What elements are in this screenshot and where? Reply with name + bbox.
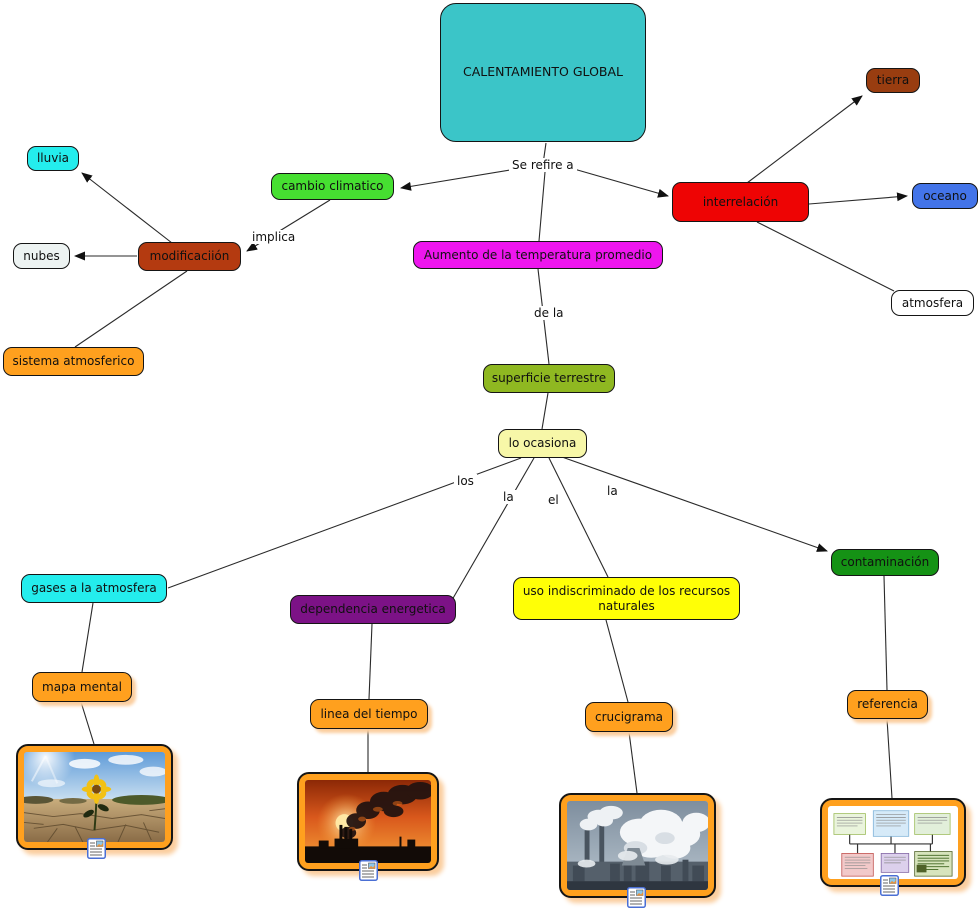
resource-link-icon[interactable] xyxy=(359,860,378,881)
drought-sunflower-photo xyxy=(24,752,165,842)
connector-ocasiona-to-contaminacion xyxy=(561,456,828,552)
concept-uso-indiscriminado[interactable]: uso indiscriminado de los recursos natur… xyxy=(513,577,740,620)
concept-superficie-terrestre[interactable]: superficie terrestre xyxy=(483,364,615,393)
connector-sistema-to-modificacion xyxy=(74,270,188,348)
image-node-factory-smoke[interactable] xyxy=(559,793,716,898)
resource-link-icon[interactable] xyxy=(627,887,646,908)
reference-diagram-image xyxy=(828,806,958,879)
concept-gases-atmosfera[interactable]: gases a la atmosfera xyxy=(21,574,167,603)
resource-node-linea-del-tiempo[interactable]: linea del tiempo xyxy=(310,699,428,729)
connector-to-aumento xyxy=(538,171,546,242)
concept-interrelacion[interactable]: interrelación xyxy=(672,182,809,222)
concept-contaminacion[interactable]: contaminación xyxy=(831,549,939,576)
connector-ocasiona-to-dependencia xyxy=(451,457,535,601)
image-node-sunset-smokestack[interactable] xyxy=(297,772,439,871)
connector-superficie-to-ocasiona xyxy=(541,392,549,430)
resource-node-referencia[interactable]: referencia xyxy=(847,690,928,719)
connector-modificacion-to-lluvia xyxy=(81,172,173,244)
connector-uso-to-crucigrama xyxy=(605,619,629,703)
concept-tierra[interactable]: tierra xyxy=(866,68,920,93)
image-node-reference-diagram[interactable] xyxy=(820,798,966,887)
linking-phrase-los[interactable]: los xyxy=(454,474,477,488)
linking-phrase-el[interactable]: el xyxy=(545,493,562,507)
resource-link-icon[interactable] xyxy=(880,875,899,896)
connector-contaminacion-to-referencia xyxy=(883,575,888,691)
connector-interrelacion-to-oceano xyxy=(808,192,908,205)
resource-node-crucigrama[interactable]: crucigrama xyxy=(585,702,673,732)
connector-to-interrelacion xyxy=(573,168,669,198)
linking-phrase-la-right[interactable]: la xyxy=(604,484,621,498)
resource-link-icon[interactable] xyxy=(87,838,106,859)
concept-aumento-temperatura[interactable]: Aumento de la temperatura promedio xyxy=(413,241,663,269)
connector-interrelacion-to-tierra xyxy=(746,95,863,184)
connector-referencia-to-image xyxy=(886,718,893,799)
concept-lluvia[interactable]: lluvia xyxy=(27,146,79,171)
concept-lo-ocasiona[interactable]: lo ocasiona xyxy=(498,429,587,458)
concept-sistema-atmosferico[interactable]: sistema atmosferico xyxy=(3,347,144,376)
concept-atmosfera[interactable]: atmosfera xyxy=(891,290,974,316)
concept-cambio-climatico[interactable]: cambio climatico xyxy=(271,173,394,200)
linking-phrase-se-refiere[interactable]: Se refire a xyxy=(509,158,577,172)
resource-node-mapa-mental[interactable]: mapa mental xyxy=(32,672,132,702)
connector-gases-to-mapa xyxy=(81,602,94,673)
concept-oceano[interactable]: oceano xyxy=(912,183,978,209)
concept-nubes[interactable]: nubes xyxy=(13,243,70,269)
linking-phrase-de-la[interactable]: de la xyxy=(531,306,567,320)
linking-phrase-implica[interactable]: implica xyxy=(249,230,299,244)
connector-to-cambio xyxy=(400,168,517,191)
concept-calentamiento-global[interactable]: CALENTAMIENTO GLOBAL xyxy=(440,3,646,142)
connector-crucigrama-to-image xyxy=(628,731,638,794)
connector-dependencia-to-linea xyxy=(368,623,373,700)
concept-dependencia-energetica[interactable]: dependencia energetica xyxy=(290,595,456,624)
factory-smoke-photo xyxy=(567,801,708,890)
image-node-drought-sunflower[interactable] xyxy=(16,744,173,850)
connector-interrelacion-to-atmosfera xyxy=(756,221,895,292)
concept-modificacion[interactable]: modificaciión xyxy=(138,242,241,271)
connector-mapa-to-image xyxy=(80,701,95,745)
linking-phrase-la-left[interactable]: la xyxy=(500,490,517,504)
sunset-smokestack-photo xyxy=(305,780,431,863)
connector-ocasiona-to-uso xyxy=(548,457,609,578)
